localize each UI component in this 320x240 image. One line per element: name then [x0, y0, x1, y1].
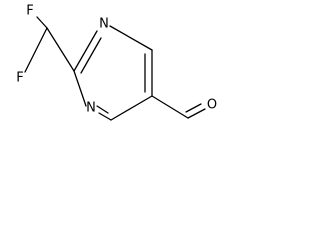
atom-label-n1: N	[99, 17, 109, 32]
bond-chf2-c2	[46, 27, 75, 72]
bond-f2-chf2	[24, 27, 48, 73]
structure-diagram: F F N N O	[0, 0, 222, 134]
atom-label-f1: F	[26, 4, 33, 19]
bond-c5-c4	[110, 95, 153, 121]
bond-c2-n1	[73, 30, 98, 72]
bond-f1-chf2	[36, 16, 48, 29]
molecule-drawing: F F N N O	[16, 4, 217, 121]
bond-n3-c2	[73, 70, 87, 107]
bond-n1-c6	[109, 25, 153, 51]
bond-c5-cho	[151, 95, 189, 119]
atom-label-f2: F	[16, 71, 23, 86]
bond-cho-o-double	[185, 103, 202, 113]
bond-cho-o	[187, 108, 206, 119]
atom-label-o: O	[207, 98, 217, 113]
bond-c4-n3-double	[96, 105, 109, 114]
bond-c2-n1-double	[80, 37, 102, 74]
bond-c4-n3	[98, 112, 112, 121]
atom-label-n3: N	[86, 101, 96, 116]
